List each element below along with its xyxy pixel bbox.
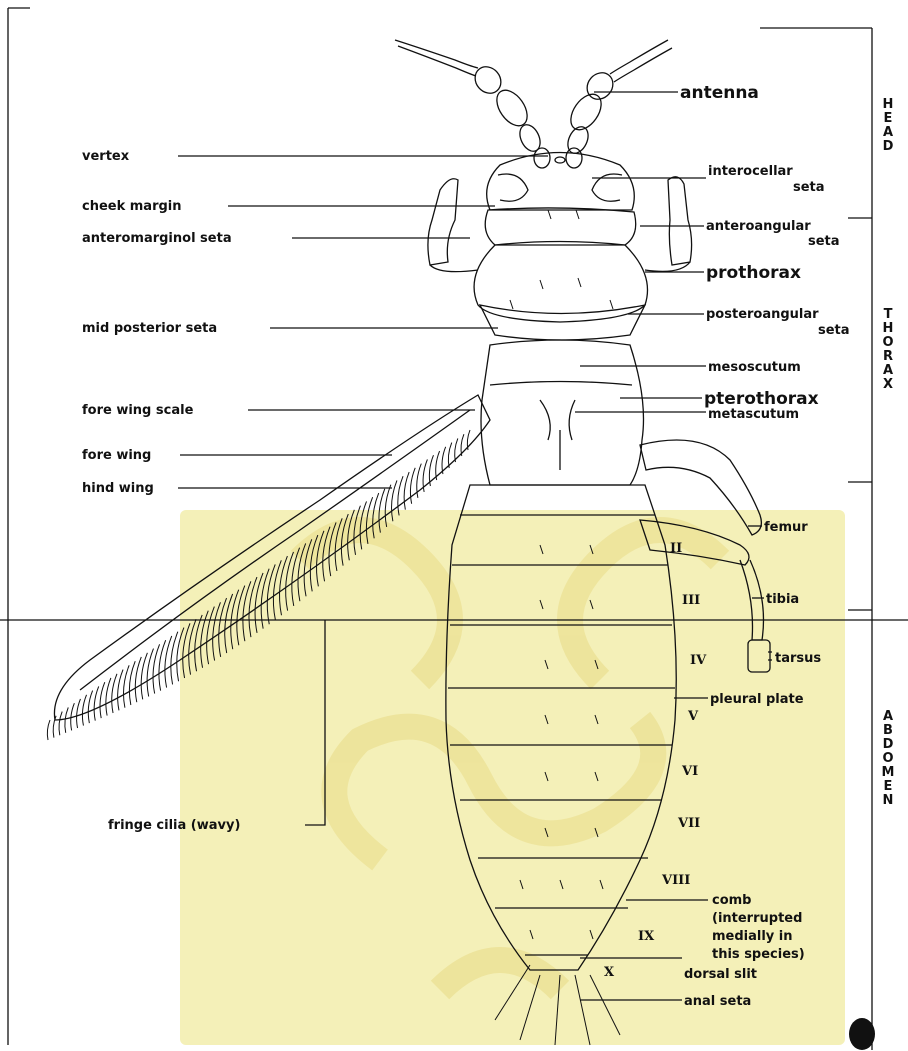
label-pleural-plate: pleural plate [710,692,804,707]
seta-stroke [576,210,579,219]
label-comb-2: (interrupted [712,911,802,926]
cilium-stroke [65,707,68,732]
label-interocellar-seta-2: seta [793,180,825,195]
seta-stroke [578,278,581,287]
label-cheek-margin: cheek margin [82,199,182,214]
segment-label-IV: IV [690,653,707,668]
label-posteroangular-seta-1: posteroangular [706,307,819,322]
label-anteromarginal-seta: anteromarginol seta [82,231,232,246]
segment-label-VII: VII [677,816,700,831]
cilium-stroke [410,468,415,504]
region-label-thorax: THORAX [882,307,893,392]
label-comb-3: medially in [712,929,793,944]
cilium-stroke [129,661,135,705]
label-anteroangular-seta-2: seta [808,234,840,249]
label-tarsus: tarsus [775,651,821,666]
cilium-stroke [94,686,99,720]
label-pterothorax: pterothorax [704,389,819,409]
cilium-stroke [404,472,409,510]
region-letter-thorax-0: T [884,307,893,322]
region-letter-abdomen-1: B [883,723,893,738]
label-comb-4: this species) [712,947,805,962]
region-letter-head-0: H [883,97,894,112]
head-drawing [485,153,635,246]
label-femur: femur [764,520,808,535]
label-metascutum: metascutum [708,407,799,422]
ink-blot [849,1018,875,1050]
seta-stroke [548,210,551,219]
segment-label-VIII: VIII [661,873,690,888]
seta-stroke [610,300,613,309]
region-letter-head-2: A [883,125,893,140]
cilium-stroke [77,699,81,728]
region-letter-abdomen-3: O [882,751,893,766]
seta-stroke [510,300,513,309]
cilium-stroke [417,464,422,498]
cilium-stroke [398,476,403,515]
region-letter-thorax-2: O [882,335,893,350]
label-mid-posterior-seta: mid posterior seta [82,321,217,336]
label-dorsal-slit: dorsal slit [684,967,757,982]
region-label-head: HEAD [883,97,894,154]
region-letter-abdomen-6: N [883,793,894,808]
cilium-stroke [82,695,86,726]
cilium-stroke [423,459,427,492]
region-letter-thorax-1: H [883,321,894,336]
cilium-stroke [141,653,147,700]
region-letter-thorax-5: X [883,377,893,392]
cilium-stroke [53,716,56,738]
segment-label-V: V [687,709,699,724]
segment-label-X: X [604,965,615,980]
cilium-stroke [112,674,117,713]
fore-legs-drawing [428,177,692,272]
cilium-stroke [147,649,153,697]
region-letter-head-3: D [883,139,894,154]
label-vertex: vertex [82,149,130,164]
region-letter-thorax-4: A [883,363,893,378]
label-comb-1: comb [712,893,752,908]
seta-stroke [540,280,543,289]
label-tibia: tibia [766,592,799,607]
label-hind-wing: hind wing [82,481,154,496]
label-fringe-cilia: fringe cilia (wavy) [108,818,240,833]
prothorax-drawing [474,242,647,341]
label-antenna: antenna [680,83,759,103]
label-anteroangular-seta-1: anteroangular [706,219,811,234]
cilium-stroke [88,691,92,724]
segment-label-IX: IX [638,929,655,944]
cilium-stroke [123,665,129,707]
segment-label-III: III [682,593,700,608]
label-anal-seta: anal seta [684,994,751,1009]
label-posteroangular-seta-2: seta [818,323,850,338]
cilium-stroke [118,670,123,711]
region-letter-thorax-3: R [883,349,893,364]
cilium-stroke [100,682,105,718]
segment-label-II: II [670,541,682,556]
region-letter-abdomen-4: M [882,765,895,780]
label-prothorax: prothorax [706,263,801,283]
label-interocellar-seta-1: interocellar [708,164,793,179]
antennae-drawing [395,40,672,168]
region-letter-abdomen-2: D [883,737,894,752]
label-mesoscutum: mesoscutum [708,360,801,375]
cilium-stroke [59,712,62,736]
segment-label-VI: VI [681,764,698,779]
cilium-stroke [135,657,141,702]
cilium-stroke [106,678,111,716]
region-letter-abdomen-0: A [883,709,893,724]
label-fore-wing-scale: fore wing scale [82,403,194,418]
label-fore-wing: fore wing [82,448,151,463]
region-letter-abdomen-5: E [884,779,893,794]
region-letter-head-1: E [884,111,893,126]
cilium-stroke [47,720,50,740]
